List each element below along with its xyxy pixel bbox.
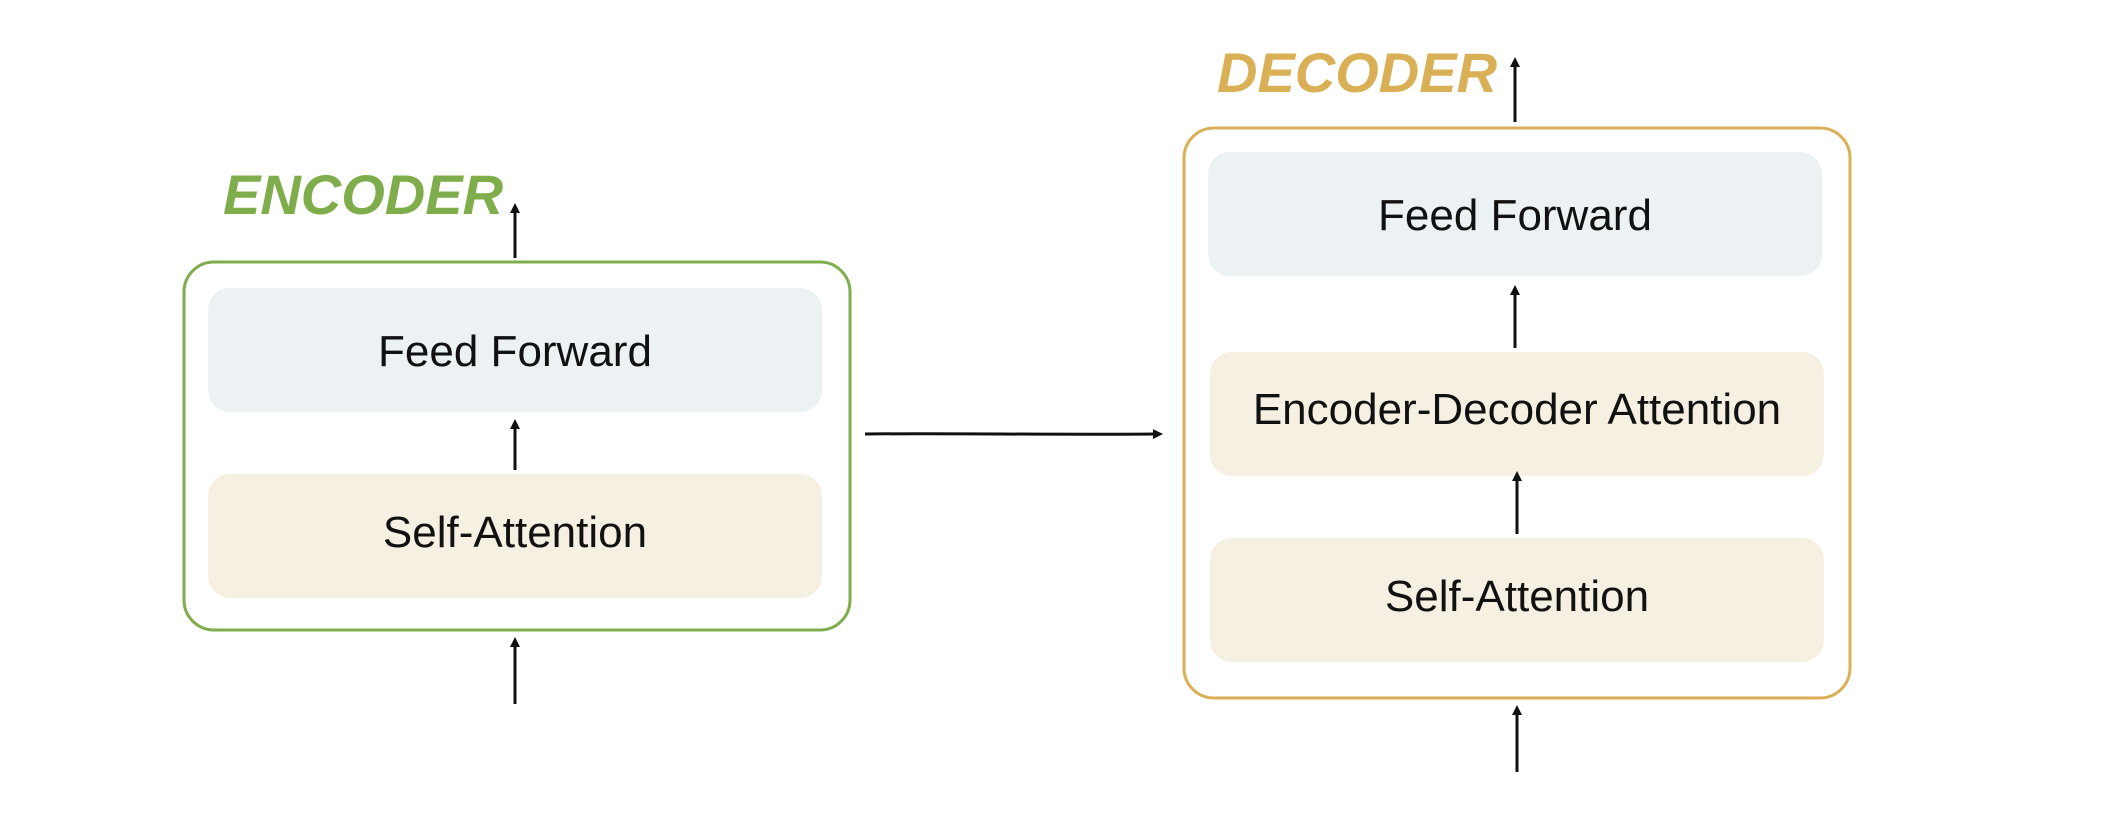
decoder-title: DECODER — [1217, 41, 1498, 104]
encoder-feed-forward-block — [208, 288, 822, 412]
encoder-to-decoder-arrow — [864, 429, 1163, 440]
decoder-group: DECODER Feed Forward Encoder-Decoder Att… — [1182, 41, 1852, 772]
decoder-feed-forward-label: Feed Forward — [1378, 191, 1652, 240]
encoder-group: ENCODER Feed Forward Self-Attention — [182, 163, 852, 704]
decoder-encoder-decoder-attention-label: Encoder-Decoder Attention — [1253, 385, 1781, 434]
encoder-title: ENCODER — [223, 163, 504, 226]
decoder-feed-forward-block — [1208, 152, 1822, 276]
encoder-self-attention-label: Self-Attention — [383, 508, 647, 557]
encoder-self-attention-block — [208, 474, 822, 598]
decoder-self-attention-block — [1210, 538, 1824, 662]
encoder-feed-forward-label: Feed Forward — [378, 327, 652, 376]
decoder-encoder-decoder-attention-block — [1210, 352, 1824, 476]
decoder-self-attention-label: Self-Attention — [1385, 572, 1649, 621]
